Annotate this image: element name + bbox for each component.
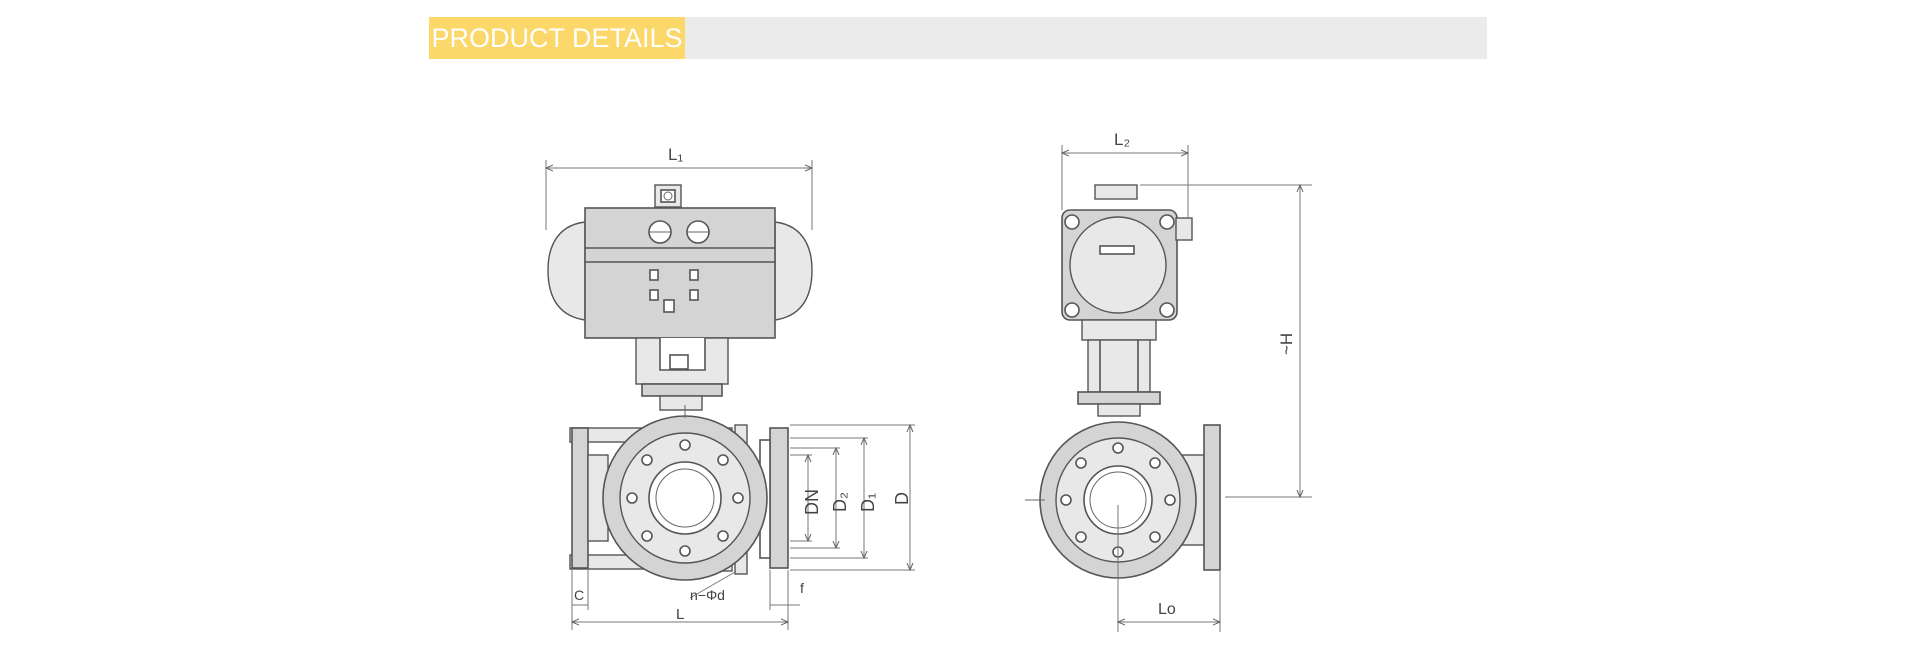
side-view: L₂ ~H Lo	[1025, 130, 1312, 632]
dim-label-H: ~H	[1277, 333, 1296, 355]
valve-body-side	[1025, 421, 1260, 579]
dim-label-Lo: Lo	[1158, 601, 1176, 618]
section-header-bar: PRODUCT DETAILS	[429, 17, 1487, 59]
dim-label-D1: D₁	[858, 493, 878, 512]
dim-label-DN: DN	[802, 489, 822, 515]
dim-label-C: C	[574, 587, 584, 603]
dim-label-f: f	[800, 580, 804, 596]
dim-label-L1: L₁	[668, 145, 683, 164]
dim-label-D2: D₂	[830, 492, 850, 512]
section-title: PRODUCT DETAILS	[429, 17, 685, 59]
dim-label-L: L	[676, 606, 684, 623]
flange-bolt-holes	[626, 439, 744, 557]
side-bolt-holes	[1060, 442, 1176, 558]
valve-body	[569, 405, 789, 581]
dim-label-n-phi-d: n−Φd	[690, 587, 725, 603]
dim-label-L2: L₂	[1114, 130, 1130, 149]
dim-label-D: D	[892, 492, 912, 505]
front-view: L₁ L C f n−Φd DN D₂ D₁ D	[546, 145, 915, 630]
actuator-side	[1061, 184, 1193, 417]
side-dimensions	[1062, 145, 1312, 632]
front-dimensions	[546, 160, 915, 630]
actuator	[547, 184, 813, 411]
